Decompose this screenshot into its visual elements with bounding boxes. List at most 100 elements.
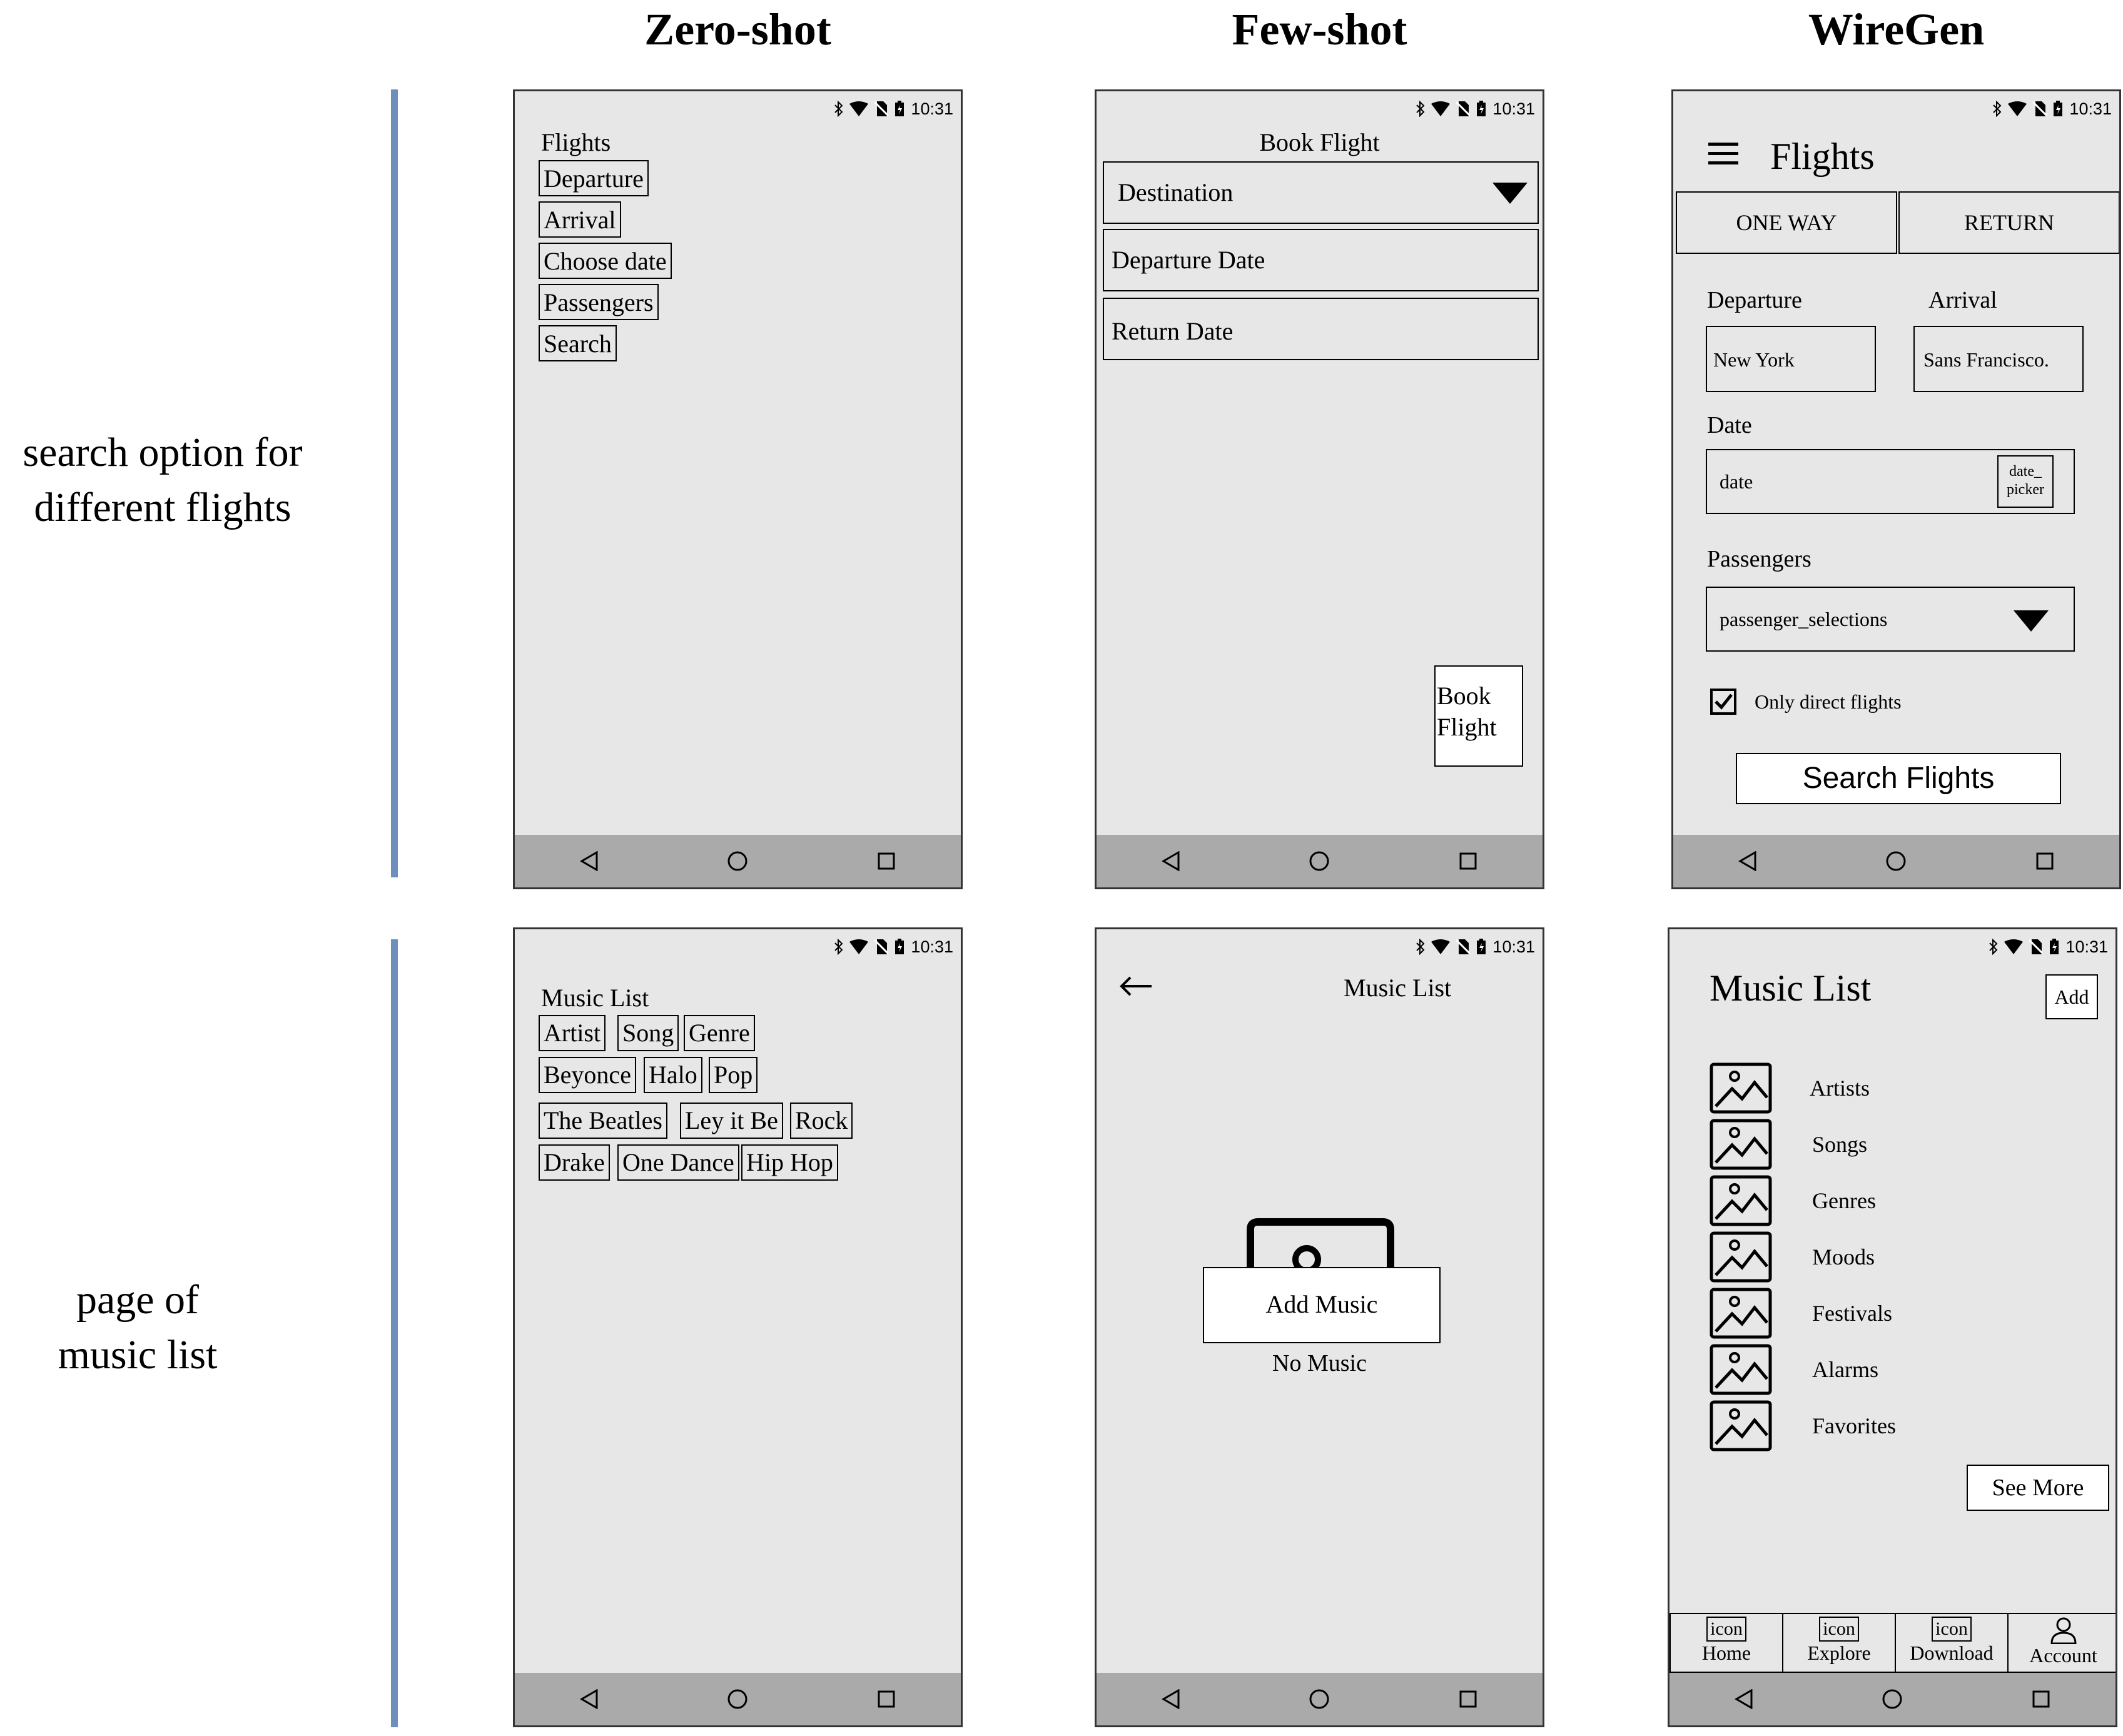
home-nav-button[interactable] — [719, 1680, 756, 1718]
recents-nav-button[interactable] — [868, 1680, 905, 1718]
table-cell: One Dance — [617, 1144, 739, 1181]
page-title: Flights — [1770, 136, 1875, 177]
date-label: Date — [1707, 412, 1752, 438]
table-cell: Halo — [644, 1057, 702, 1093]
choose-date-button[interactable]: Choose date — [539, 243, 672, 279]
back-arrow-icon[interactable] — [1119, 976, 1153, 997]
no-sim-icon — [874, 101, 889, 117]
battery-icon — [895, 939, 904, 954]
home-nav-button[interactable] — [1300, 842, 1338, 880]
page-title: Flights — [541, 128, 611, 156]
passengers-value: passenger_selections — [1720, 608, 1888, 630]
departure-date-field[interactable]: Departure Date — [1103, 229, 1539, 291]
android-nav-bar — [515, 835, 961, 887]
tab-icon-placeholder: icon — [1932, 1617, 1972, 1642]
back-nav-button[interactable] — [1729, 842, 1766, 880]
recents-nav-button[interactable] — [2022, 1680, 2060, 1718]
android-nav-bar — [1097, 835, 1543, 887]
back-nav-button[interactable] — [1152, 1680, 1190, 1718]
image-icon — [1710, 1231, 1772, 1283]
arrival-button[interactable]: Arrival — [539, 201, 621, 238]
recents-square-icon — [878, 852, 895, 870]
tab-one-way[interactable]: ONE WAY — [1676, 191, 1897, 254]
status-time: 10:31 — [911, 937, 953, 956]
row-label-line: music list — [58, 1332, 218, 1378]
hamburger-menu-icon[interactable] — [1708, 141, 1738, 166]
back-nav-button[interactable] — [1152, 842, 1190, 880]
return-date-field[interactable]: Return Date — [1103, 298, 1539, 360]
wifi-icon — [2008, 101, 2027, 116]
home-circle-icon — [727, 851, 747, 871]
departure-button[interactable]: Departure — [539, 160, 649, 196]
wifi-icon — [1431, 939, 1451, 954]
list-item[interactable]: Genres — [1710, 1175, 1876, 1226]
book-flight-button[interactable]: Book Flight — [1434, 665, 1523, 767]
return-date-label: Return Date — [1112, 317, 1234, 345]
see-more-button[interactable]: See More — [1967, 1465, 2109, 1511]
back-nav-button[interactable] — [570, 842, 608, 880]
home-nav-button[interactable] — [719, 842, 756, 880]
passengers-dropdown[interactable]: passenger_selections — [1706, 587, 2075, 652]
list-item[interactable]: Moods — [1710, 1231, 1875, 1283]
image-icon — [1710, 1062, 1772, 1114]
tab-explore[interactable]: icon Explore — [1782, 1613, 1896, 1673]
status-bar: 10:31 — [1416, 934, 1535, 959]
back-triangle-icon — [1734, 1689, 1753, 1709]
status-time: 10:31 — [2069, 99, 2112, 118]
departure-label: Departure — [1707, 287, 1802, 313]
tab-return[interactable]: RETURN — [1898, 191, 2119, 254]
back-triangle-icon — [1161, 1689, 1180, 1709]
home-nav-button[interactable] — [1300, 1680, 1338, 1718]
book-flight-line: Book — [1437, 682, 1491, 710]
wifi-icon — [849, 101, 869, 116]
date-input[interactable]: date date_ picker — [1706, 449, 2075, 514]
direct-flights-checkbox[interactable] — [1710, 689, 1736, 715]
list-item[interactable]: Festivals — [1710, 1288, 1892, 1339]
list-item[interactable]: Alarms — [1710, 1344, 1878, 1395]
back-nav-button[interactable] — [1725, 1680, 1763, 1718]
tab-account[interactable]: Account — [2007, 1613, 2115, 1673]
list-item[interactable]: Songs — [1710, 1119, 1867, 1170]
passengers-button[interactable]: Passengers — [539, 284, 659, 320]
row-label-line: different flights — [34, 485, 291, 530]
table-cell: Pop — [709, 1057, 758, 1093]
phone-few-shot-music: 10:31 Music List Add Music No Music — [1095, 927, 1544, 1727]
tab-download[interactable]: icon Download — [1895, 1613, 2009, 1673]
status-bar: 10:31 — [1989, 934, 2108, 959]
date-picker-button[interactable]: date_ picker — [1997, 455, 2054, 508]
android-nav-bar — [515, 1673, 961, 1725]
no-sim-icon — [1456, 939, 1471, 955]
departure-input[interactable]: New York — [1706, 326, 1876, 392]
back-triangle-icon — [1738, 851, 1756, 871]
tab-label: Download — [1910, 1642, 1994, 1664]
empty-state-text: No Music — [1272, 1350, 1367, 1376]
destination-label: Destination — [1118, 178, 1234, 206]
recents-nav-button[interactable] — [868, 842, 905, 880]
recents-nav-button[interactable] — [2026, 842, 2064, 880]
status-bar: 10:31 — [1993, 96, 2112, 121]
back-triangle-icon — [1161, 851, 1180, 871]
status-time: 10:31 — [2065, 937, 2108, 956]
add-button[interactable]: Add — [2045, 974, 2098, 1019]
search-flights-button[interactable]: Search Flights — [1736, 753, 2061, 804]
home-nav-button[interactable] — [1877, 842, 1915, 880]
tab-label: Home — [1701, 1642, 1751, 1664]
list-item-label: Favorites — [1812, 1413, 1896, 1438]
passengers-label: Passengers — [1707, 546, 1811, 572]
recents-nav-button[interactable] — [1449, 1680, 1487, 1718]
phone-wiregen-flights: 10:31 Flights ONE WAY RETURN Departure A… — [1671, 89, 2121, 889]
list-item[interactable]: Favorites — [1710, 1400, 1896, 1451]
recents-nav-button[interactable] — [1449, 842, 1487, 880]
destination-dropdown[interactable]: Destination — [1103, 161, 1539, 224]
back-nav-button[interactable] — [570, 1680, 608, 1718]
dropdown-arrow-icon — [2014, 610, 2049, 632]
arrival-input[interactable]: Sans Francisco. — [1913, 326, 2084, 392]
list-item[interactable]: Artists — [1710, 1062, 1870, 1114]
tab-home[interactable]: icon Home — [1670, 1613, 1783, 1673]
add-music-button[interactable]: Add Music — [1203, 1267, 1441, 1343]
table-cell: Ley it Be — [680, 1103, 783, 1139]
status-time: 10:31 — [1492, 99, 1535, 118]
home-nav-button[interactable] — [1873, 1680, 1911, 1718]
page-title: Music List — [1344, 974, 1452, 1002]
search-button[interactable]: Search — [539, 325, 617, 361]
